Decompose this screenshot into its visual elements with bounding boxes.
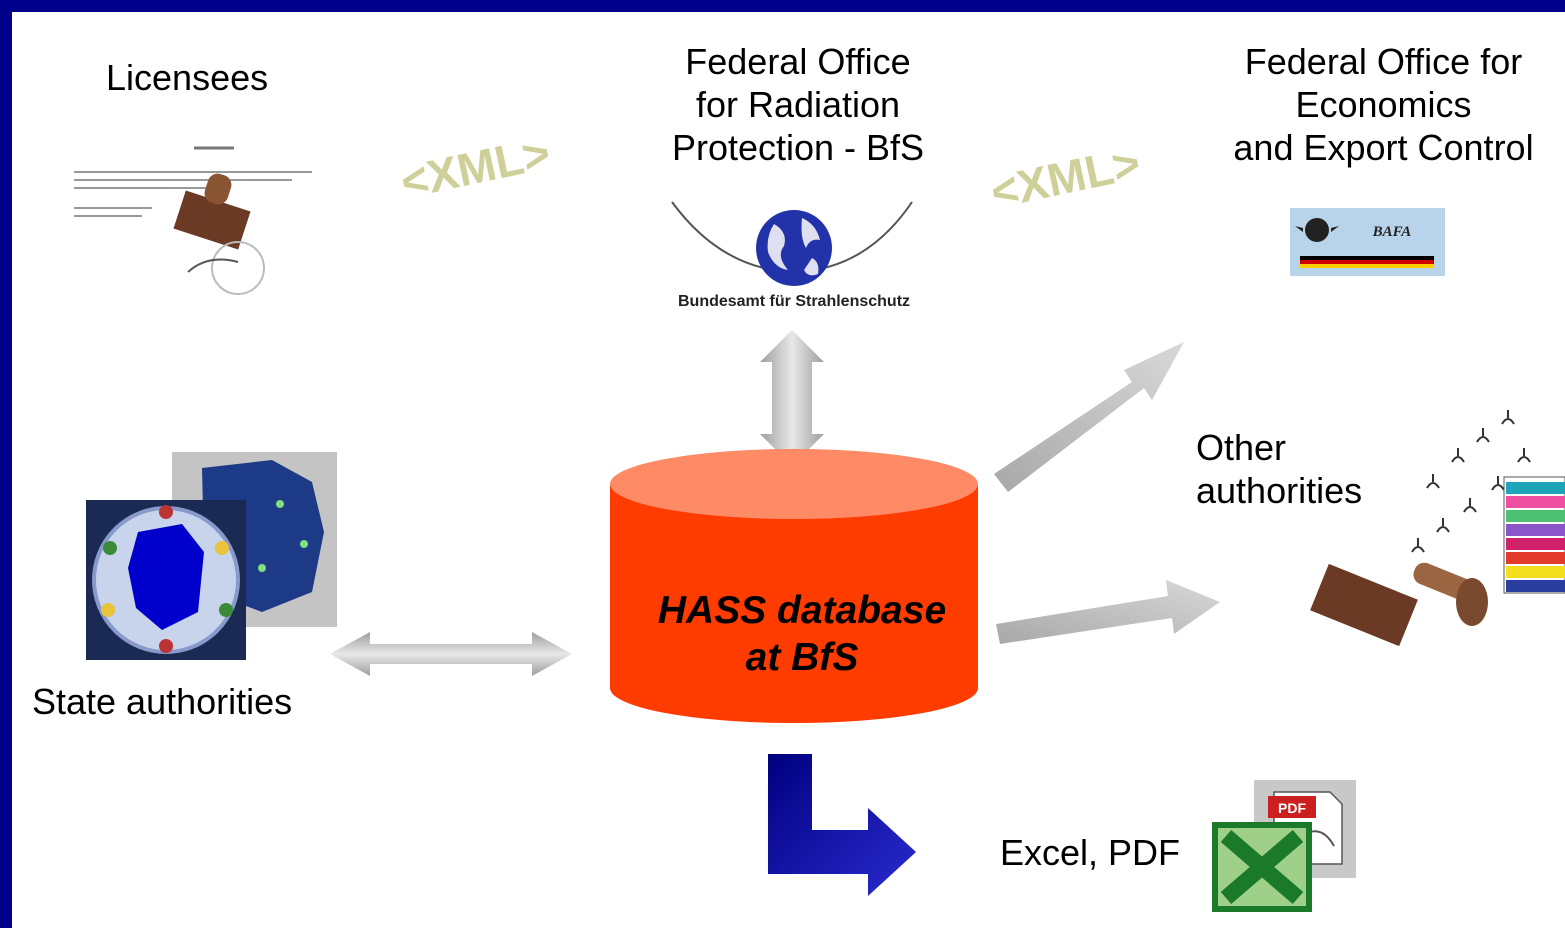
database-label: HASS database at BfS bbox=[622, 587, 982, 681]
bafa-logo bbox=[1290, 208, 1445, 276]
bfs-db-arrow bbox=[760, 330, 824, 466]
other-authorities-image bbox=[1310, 410, 1565, 647]
state-authorities-label: State authorities bbox=[32, 681, 293, 722]
other-authorities-label: Other authorities bbox=[1196, 426, 1362, 512]
xml-tag-right: <XML> bbox=[986, 136, 1144, 218]
bfs-label-line2: for Radiation bbox=[695, 84, 901, 125]
excel-icon bbox=[1212, 822, 1312, 912]
bafa-wordmark: BAFA bbox=[1372, 224, 1412, 240]
state-authorities-image bbox=[86, 452, 337, 660]
bfs-wordmark: Bundesamt für Strahlenschutz bbox=[678, 293, 910, 310]
bafa-label-line3: and Export Control bbox=[1233, 127, 1534, 168]
bfs-label-line1: Federal Office bbox=[685, 41, 911, 82]
database-label-line2: at BfS bbox=[745, 636, 859, 679]
bafa-label-line2: Economics bbox=[1295, 84, 1472, 125]
other-label-line1: Other bbox=[1196, 427, 1287, 468]
licensees-label: Licensees bbox=[106, 57, 269, 98]
database-label-line1: HASS database bbox=[657, 589, 947, 632]
other-label-line2: authorities bbox=[1196, 470, 1363, 511]
licensee-document-image bbox=[68, 130, 326, 298]
db-bafa-arrow bbox=[994, 342, 1184, 492]
bafa-label-line1: Federal Office for bbox=[1244, 41, 1523, 82]
db-other-arrow bbox=[996, 580, 1220, 644]
state-db-arrow bbox=[330, 632, 572, 676]
pdf-badge: PDF bbox=[1278, 800, 1306, 816]
bfs-logo bbox=[671, 201, 913, 286]
diagram-canvas: <XML> <XML> Bundesamt für Strahlenschutz… bbox=[12, 12, 1565, 928]
bfs-label: Federal Office for Radiation Protection … bbox=[612, 40, 984, 169]
connector-layer: <XML> <XML> Bundesamt für Strahlenschutz… bbox=[68, 126, 1565, 912]
db-export-arrow bbox=[768, 754, 916, 896]
xml-tag-left: <XML> bbox=[396, 126, 554, 208]
export-label: Excel, PDF bbox=[1000, 832, 1181, 873]
bafa-label: Federal Office for Economics and Export … bbox=[1202, 40, 1565, 169]
database-cylinder bbox=[610, 449, 978, 723]
bfs-label-line3: Protection - BfS bbox=[671, 127, 925, 168]
